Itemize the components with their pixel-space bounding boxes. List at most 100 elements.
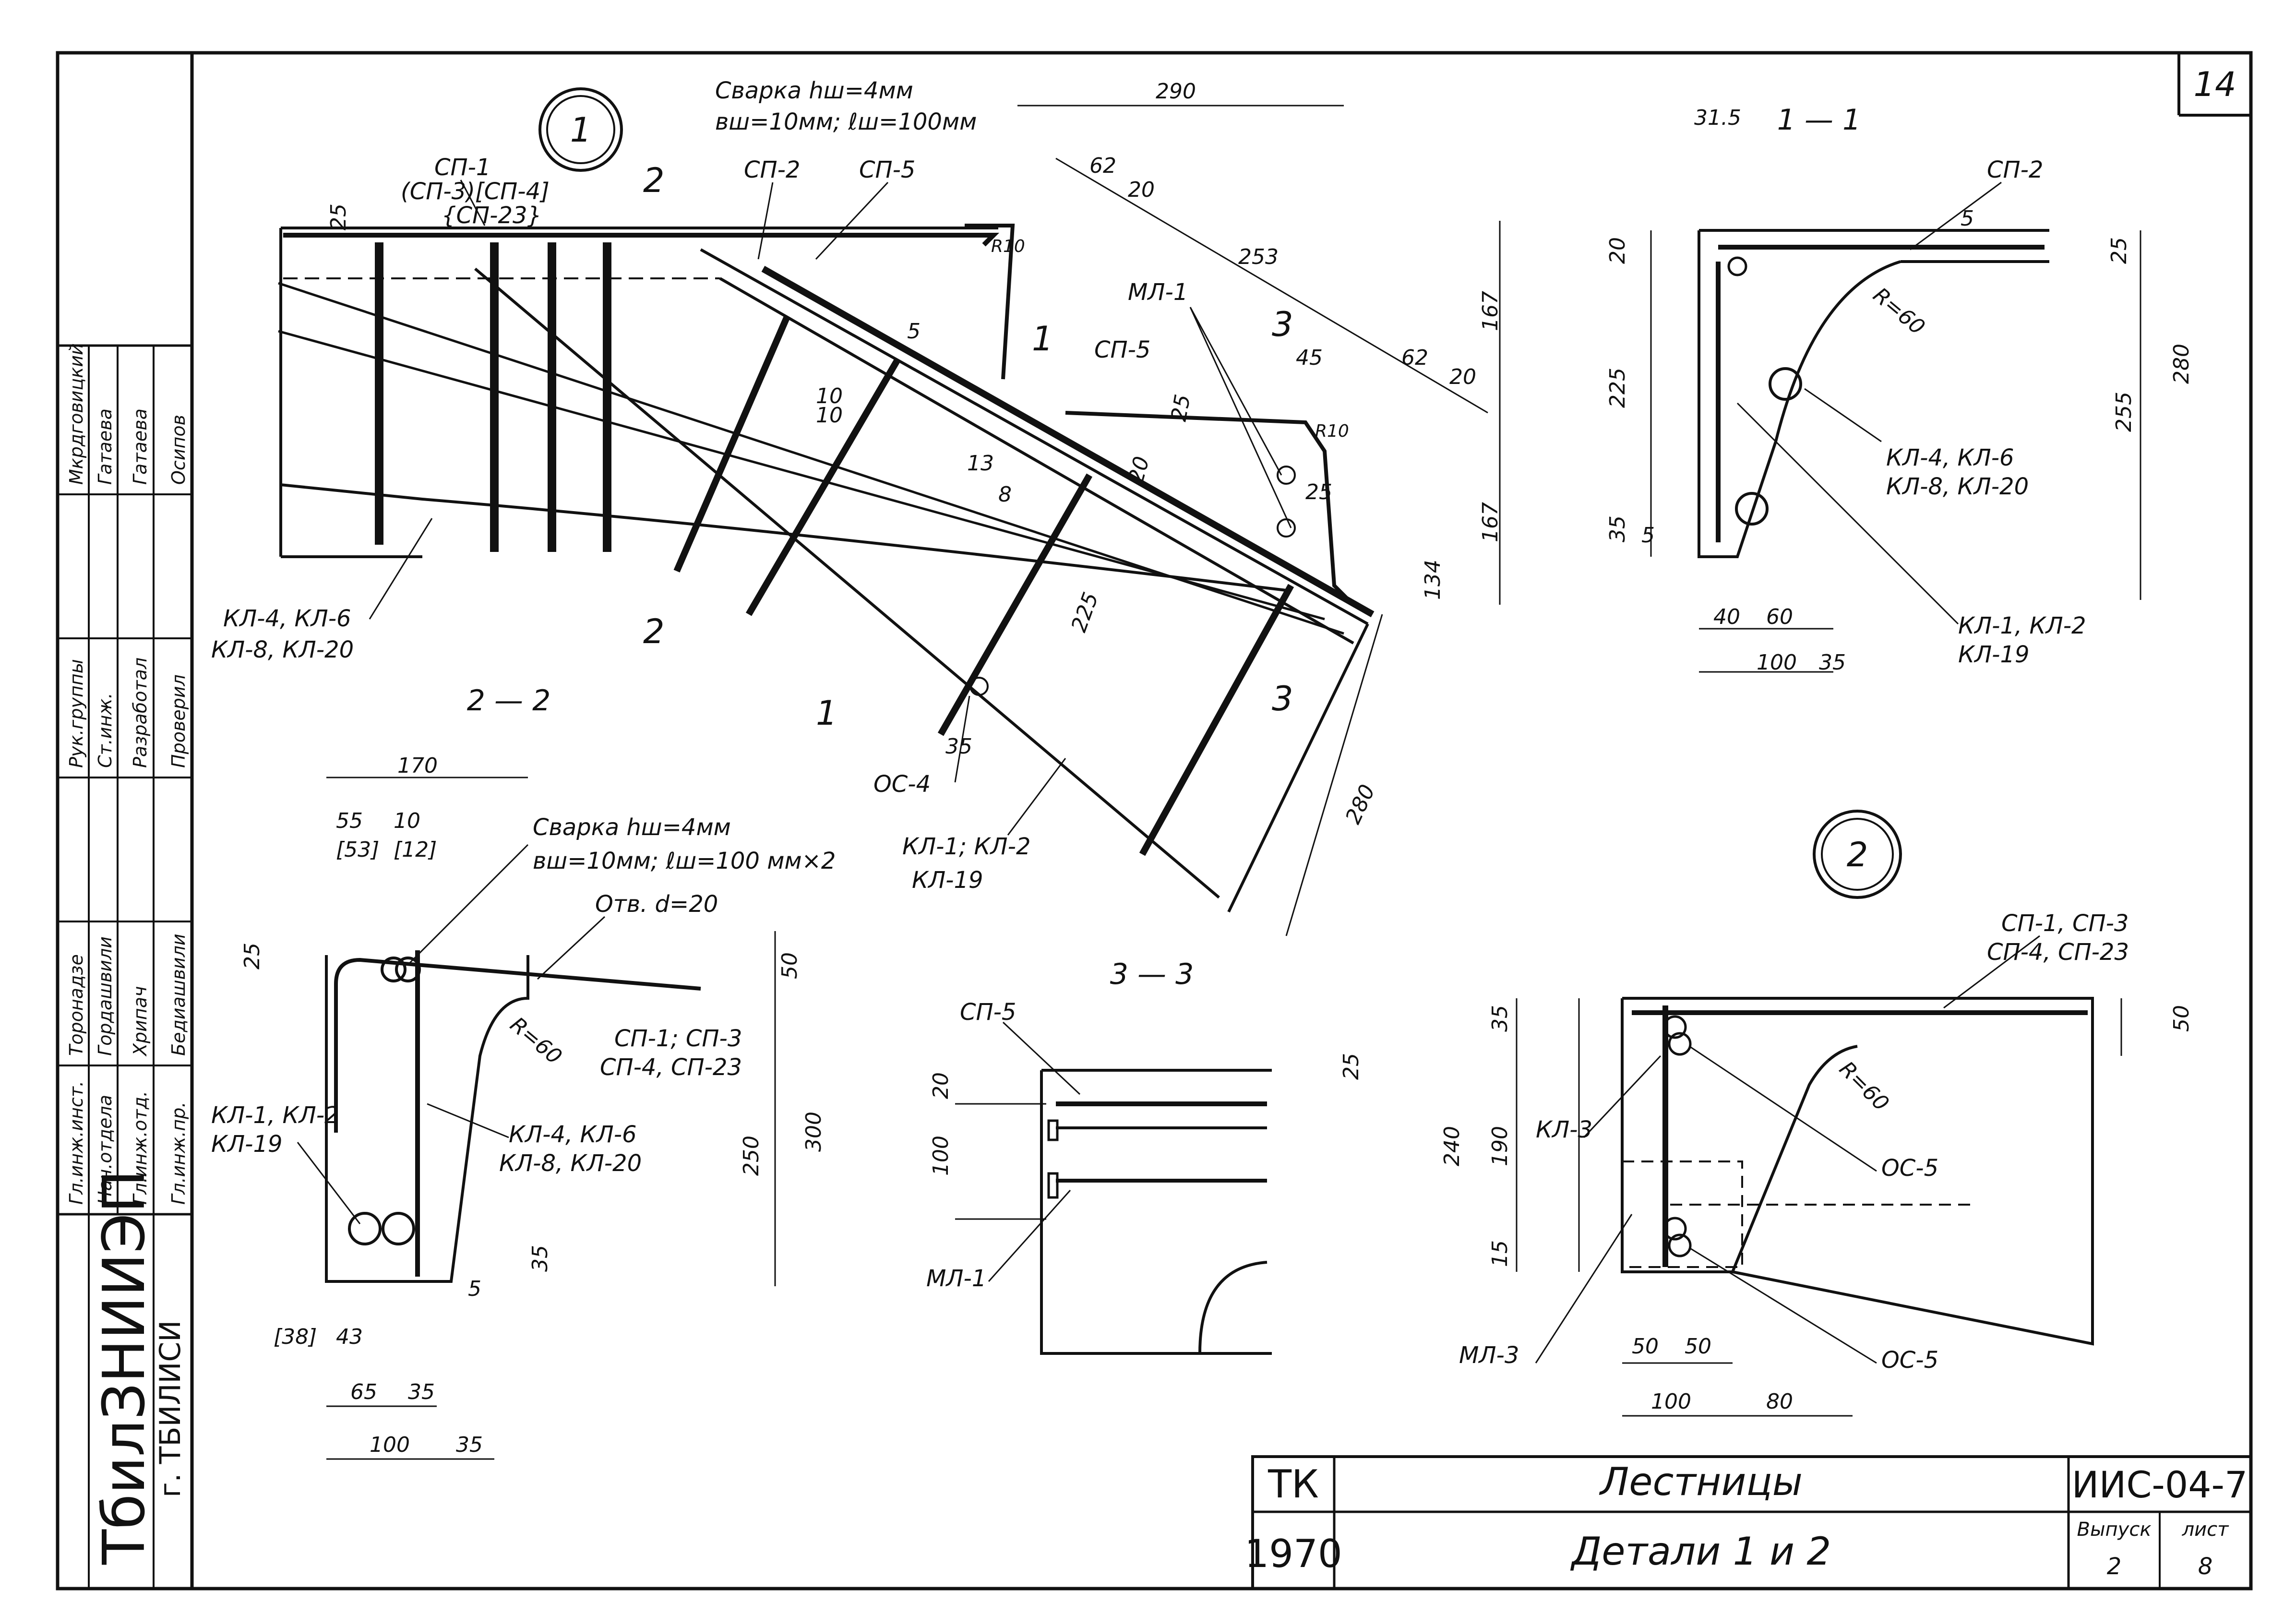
detail-2-hidden-box — [1621, 1160, 1743, 1268]
label-sp2: СП-2 — [744, 156, 800, 183]
s11-dim-225: 225 — [1605, 368, 1630, 408]
label-os4: ОС-4 — [873, 771, 931, 798]
title-org-code: ТК — [1268, 1462, 1319, 1507]
detail-2-bar-d — [1668, 1233, 1692, 1257]
s33-leaders — [955, 1021, 1081, 1282]
d2-label-sp4: СП-4, СП-23 — [1987, 939, 2129, 966]
s22-bar-top-b — [395, 957, 421, 982]
section-1-1-outline — [1698, 229, 2049, 558]
s22-dim-35b: 35 — [408, 1380, 435, 1404]
s22-hole-note: Отв. d=20 — [595, 891, 718, 918]
detail-1-marker-outer — [538, 87, 623, 172]
s11-leaders — [1736, 181, 2002, 625]
dim-25a: 25 — [326, 203, 351, 230]
cut-mark-2-bottom: 2 — [643, 612, 665, 651]
dim-62a: 62 — [1089, 154, 1116, 178]
detail-2-bar-a — [1663, 1015, 1687, 1039]
section-1-1-bar-b — [1769, 367, 1802, 401]
anchor-point-1 — [1277, 466, 1296, 485]
s11-dim-35: 35 — [1605, 515, 1630, 542]
institute-city: г. ТБИЛИСИ — [154, 1320, 187, 1497]
s22-label-kl4: КЛ-4, КЛ-6 — [509, 1121, 637, 1148]
sig-role-4: Гл.инж.пр. — [168, 1102, 189, 1205]
page-number-box: 14 — [2177, 53, 2251, 117]
dim-10a: 10 — [816, 384, 843, 408]
s11-dim-40: 40 — [1713, 605, 1740, 629]
d2-dim-35: 35 — [1488, 1005, 1512, 1032]
sig-name-5: Мкрдговицкий — [66, 343, 87, 485]
radius-r10b: R10 — [1315, 421, 1349, 441]
d2-label-r60: R=60 — [1834, 1057, 1893, 1116]
dim-20c: 20 — [1124, 454, 1154, 486]
s22-label-kl8: КЛ-8, КЛ-20 — [499, 1150, 642, 1177]
s22-outline — [325, 955, 529, 1283]
weld-note-1a: Сварка hш=4мм — [715, 77, 913, 104]
institute-name: ТбилЗНИИЭП — [91, 1170, 158, 1565]
s22-dim-250: 250 — [739, 1136, 764, 1176]
section-3-3: 3 — 3 СП-5 МЛ-1 25 20 100 — [926, 957, 1363, 1355]
issue-value: 2 — [2107, 1553, 2122, 1580]
detail-2-bar-b — [1668, 1032, 1692, 1056]
section-1-1-rebar — [1716, 245, 2045, 542]
d2-label-sp1: СП-1, СП-3 — [2001, 910, 2129, 937]
dim-35: 35 — [945, 734, 972, 759]
sig-name-7: Гатаева — [130, 408, 151, 485]
title-year: 1970 — [1244, 1531, 1342, 1576]
dim-5: 5 — [907, 319, 921, 344]
outer-frame — [56, 51, 2253, 1591]
s22-dim-300: 300 — [801, 1112, 826, 1152]
dim-253: 253 — [1238, 245, 1279, 269]
d2-dim-15: 15 — [1488, 1240, 1512, 1267]
flight-top-rebar — [761, 265, 1375, 618]
s22-weld-note-1: Сварка hш=4мм — [533, 814, 731, 841]
section-1-1-bar-c — [1735, 492, 1769, 526]
detail-2-marker-outer — [1813, 810, 1902, 899]
section-1-1: 1 — 1 31.5 5 20 25 225 35 5 255 280 40 6… — [1605, 103, 2194, 675]
d2-dim-240: 240 — [1440, 1126, 1464, 1166]
sheet-value: 8 — [2198, 1553, 2213, 1580]
label-sp5b: СП-5 — [1094, 336, 1150, 363]
s22-label-sp4: СП-4, СП-23 — [600, 1054, 742, 1081]
s11-label-kl1: КЛ-1, КЛ-2 — [1958, 612, 2086, 639]
dim-20b: 20 — [1449, 365, 1476, 389]
s22-dim-25: 25 — [240, 943, 264, 969]
detail-2-outline — [1621, 997, 2094, 1346]
s33-anchor-a — [1047, 1119, 1059, 1141]
s22-dim-38: [38] — [274, 1325, 317, 1349]
s22-leaders — [297, 844, 606, 1224]
dim-290: 290 — [1156, 79, 1196, 104]
s22-label-sp1: СП-1; СП-3 — [614, 1025, 742, 1052]
s11-dim-280: 280 — [2169, 344, 2194, 384]
top-rebar — [283, 233, 1000, 247]
dim-167b: 167 — [1478, 502, 1503, 542]
detail-1-marker-inner — [546, 95, 615, 164]
leader-lines-1 — [369, 179, 1292, 836]
dim-13: 13 — [967, 451, 994, 476]
flight-stirrup-4 — [1139, 584, 1294, 856]
d2-label-os5b: ОС-5 — [1881, 1347, 1938, 1374]
cut-mark-2-top: 2 — [643, 161, 665, 200]
d2-dim-80: 80 — [1766, 1389, 1793, 1414]
d2-label-kl3: КЛ-3 — [1536, 1116, 1592, 1143]
weld-note-1b: вш=10мм; ℓш=100мм — [715, 108, 977, 135]
s22-dim-43: 43 — [336, 1325, 363, 1349]
title-main: Лестницы — [1599, 1459, 1803, 1504]
s22-label-kl1: КЛ-1, КЛ-2 — [211, 1102, 339, 1129]
radius-r10a: R10 — [991, 237, 1025, 256]
d2-dim-100: 100 — [1651, 1389, 1691, 1414]
s33-dim-25: 25 — [1339, 1053, 1363, 1080]
dim-45: 45 — [1296, 346, 1323, 370]
sig-role-3: Гл.инж.отд. — [130, 1091, 151, 1205]
section-1-1-title: 1 — 1 — [1777, 103, 1861, 137]
dim-280-line — [1285, 614, 1383, 936]
s11-label-kl19: КЛ-19 — [1958, 641, 2030, 668]
sig-role-1: Гл.инж.инст. — [66, 1081, 87, 1205]
flight-stirrup-1 — [673, 315, 790, 573]
s22-dim-35a: 35 — [528, 1245, 552, 1272]
cut-mark-1-bottom: 1 — [816, 694, 837, 733]
label-kl1: КЛ-1; КЛ-2 — [902, 833, 1031, 860]
cut-mark-1-top: 1 — [1032, 319, 1053, 359]
dim-20a: 20 — [1128, 178, 1155, 202]
sig-name-2: Гордашвили — [95, 936, 116, 1056]
